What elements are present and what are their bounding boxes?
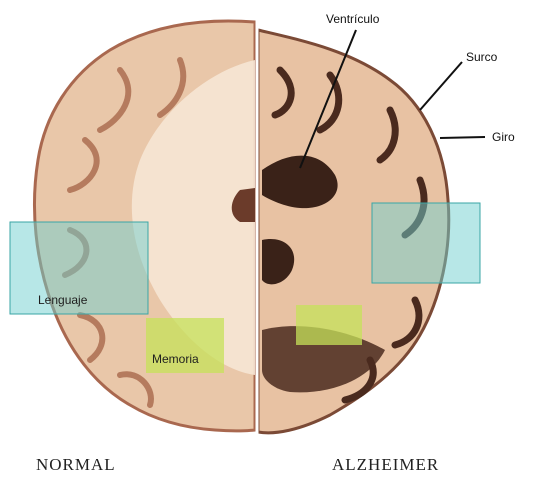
caption-alzheimer: ALZHEIMER	[332, 455, 439, 475]
gyrus-pointer	[440, 137, 485, 138]
caption-normal: NORMAL	[36, 455, 116, 475]
label-ventricle: Ventrículo	[326, 12, 379, 26]
label-language: Lenguaje	[38, 293, 87, 307]
label-gyrus: Giro	[492, 130, 515, 144]
label-memory: Memoria	[152, 352, 199, 366]
language-region-alzheimer	[372, 203, 480, 283]
memory-region-alzheimer	[296, 305, 362, 345]
label-sulcus: Surco	[466, 50, 497, 64]
sulcus-pointer	[420, 62, 462, 110]
